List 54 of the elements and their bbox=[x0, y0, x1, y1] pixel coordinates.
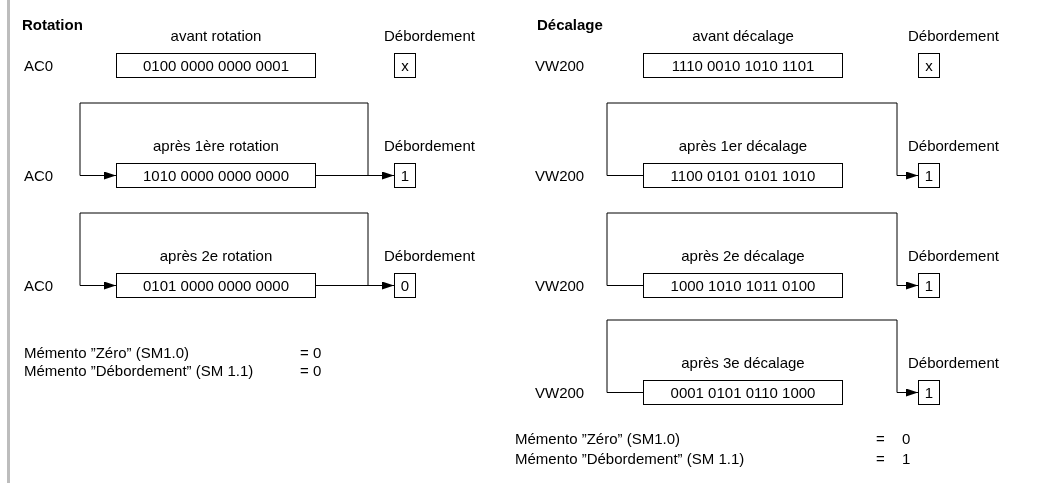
overflow-heading: Débordement bbox=[908, 27, 1000, 45]
register-heading: après 3e décalage bbox=[680, 354, 806, 372]
register-heading: après 1ère rotation bbox=[152, 137, 280, 155]
note-text: = bbox=[876, 430, 885, 448]
note-text: Mémento ”Zéro” (SM1.0) bbox=[24, 344, 190, 362]
arrow bbox=[606, 102, 919, 180]
note-text: = bbox=[876, 450, 885, 468]
overflow-bit: 1 bbox=[918, 380, 940, 405]
register-value: 1000 1010 1011 0100 bbox=[643, 273, 843, 298]
register-heading: après 2e rotation bbox=[158, 247, 274, 265]
overflow-heading: Débordement bbox=[384, 137, 476, 155]
arrow bbox=[606, 319, 919, 397]
overflow-heading: Débordement bbox=[908, 137, 1000, 155]
note-text: = 0 bbox=[300, 362, 322, 380]
register-value: 0101 0000 0000 0000 bbox=[116, 273, 316, 298]
arrow bbox=[315, 281, 395, 290]
overflow-bit: 1 bbox=[394, 163, 416, 188]
note-text: Mémento ”Débordement” (SM 1.1) bbox=[515, 450, 745, 468]
note-text: Mémento ”Zéro” (SM1.0) bbox=[515, 430, 681, 448]
register-value: 0100 0000 0000 0001 bbox=[116, 53, 316, 78]
overflow-heading: Débordement bbox=[908, 354, 1000, 372]
register-heading: après 1er décalage bbox=[677, 137, 809, 155]
register-heading: avant rotation bbox=[169, 27, 263, 45]
overflow-bit: 1 bbox=[918, 273, 940, 298]
note-text: = 0 bbox=[300, 344, 322, 362]
arrow bbox=[315, 171, 395, 180]
register-name: VW200 bbox=[535, 167, 585, 185]
register-name: VW200 bbox=[535, 384, 585, 402]
register-value: 1110 0010 1010 1101 bbox=[643, 53, 843, 78]
register-value: 1010 0000 0000 0000 bbox=[116, 163, 316, 188]
section-title: Décalage bbox=[537, 16, 603, 34]
register-name: AC0 bbox=[24, 167, 54, 185]
overflow-heading: Débordement bbox=[908, 247, 1000, 265]
register-name: AC0 bbox=[24, 57, 54, 75]
note-text: Mémento ”Débordement” (SM 1.1) bbox=[24, 362, 254, 380]
note-text: 1 bbox=[902, 450, 911, 468]
overflow-bit: x bbox=[394, 53, 416, 78]
overflow-bit: x bbox=[918, 53, 940, 78]
arrow bbox=[606, 212, 919, 290]
overflow-bit: 1 bbox=[918, 163, 940, 188]
register-value: 1100 0101 0101 1010 bbox=[643, 163, 843, 188]
register-value: 0001 0101 0110 1000 bbox=[643, 380, 843, 405]
arrow bbox=[79, 212, 369, 290]
register-name: AC0 bbox=[24, 277, 54, 295]
register-heading: avant décalage bbox=[691, 27, 795, 45]
section-title: Rotation bbox=[22, 16, 83, 34]
note-text: 0 bbox=[902, 430, 911, 448]
overflow-heading: Débordement bbox=[384, 27, 476, 45]
register-heading: après 2e décalage bbox=[680, 247, 806, 265]
overflow-heading: Débordement bbox=[384, 247, 476, 265]
register-name: VW200 bbox=[535, 277, 585, 295]
overflow-bit: 0 bbox=[394, 273, 416, 298]
arrow bbox=[79, 102, 369, 180]
register-name: VW200 bbox=[535, 57, 585, 75]
